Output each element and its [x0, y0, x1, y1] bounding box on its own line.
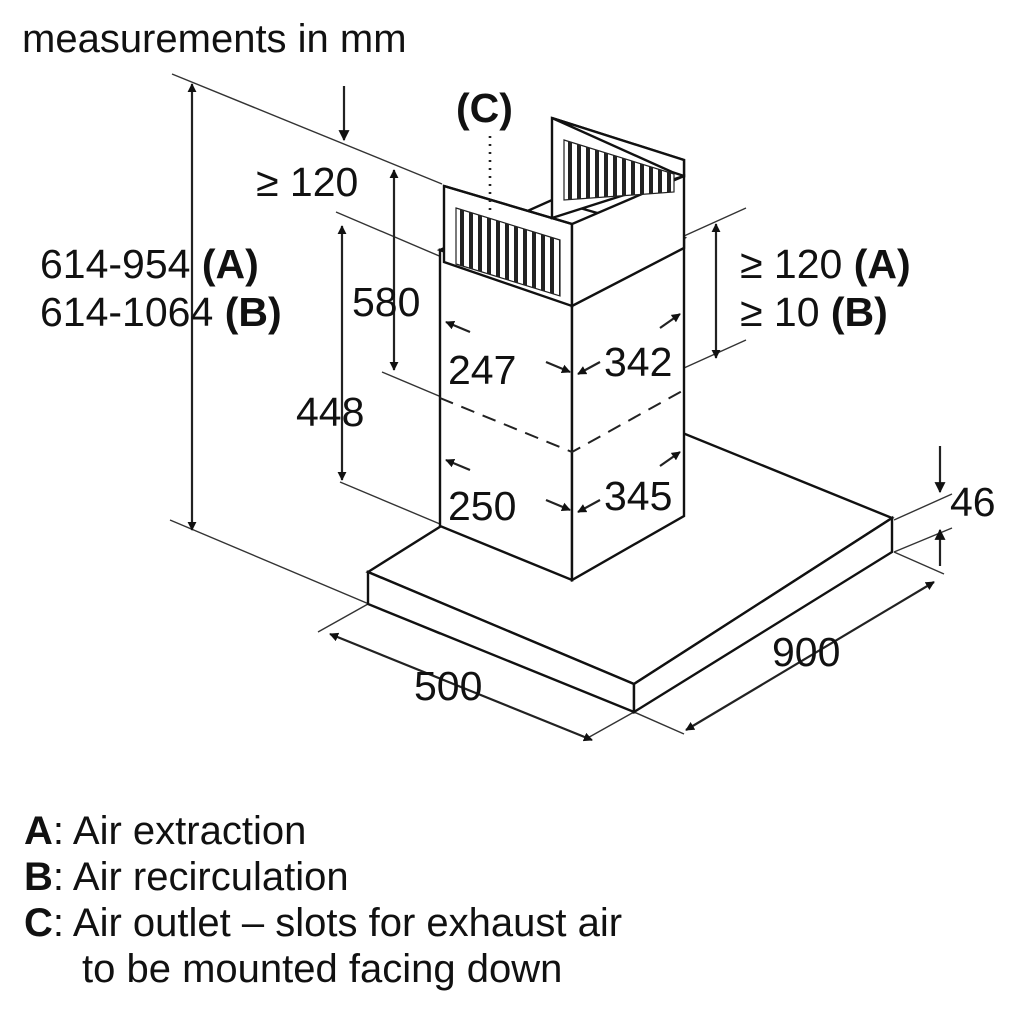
units-label: measurements in mm	[22, 17, 407, 61]
canopy-depth-label: 500	[414, 663, 482, 709]
upper-chimney	[442, 116, 686, 308]
canopy-width-label: 900	[772, 629, 840, 675]
dimension-arrows	[187, 83, 946, 742]
lower-chimney-label: 448	[296, 389, 364, 435]
outlet-tag: (C)	[456, 85, 513, 131]
legend-item-c: C: Air outlet – slots for exhaust air	[24, 901, 623, 945]
overlap-line	[439, 389, 685, 454]
ceiling-gap-b-label: ≥ 10 (B)	[740, 289, 888, 335]
upper-chimney-label: 580	[352, 279, 420, 325]
gap-top-label: ≥ 120	[256, 159, 358, 205]
legend-item-a: A: Air extraction	[24, 809, 307, 853]
legend-item-b: B: Air recirculation	[24, 855, 349, 899]
outlet-slots-left	[455, 207, 561, 297]
legend-item-c-continuation: to be mounted facing down	[82, 947, 563, 991]
lower-width-label: 250	[448, 483, 516, 529]
upper-width-label: 247	[448, 347, 516, 393]
ceiling-gap-a-label: ≥ 120 (A)	[740, 241, 911, 287]
legend: A: Air extraction B: Air recirculation C…	[24, 808, 1004, 992]
upper-depth-label: 342	[604, 339, 672, 385]
outlet-slots-right	[563, 139, 675, 201]
total-height-b-label: 614-1064 (B)	[40, 289, 282, 335]
lower-depth-label: 345	[604, 473, 672, 519]
total-height-a-label: 614-954 (A)	[40, 241, 259, 287]
canopy-height-label: 46	[950, 479, 996, 525]
